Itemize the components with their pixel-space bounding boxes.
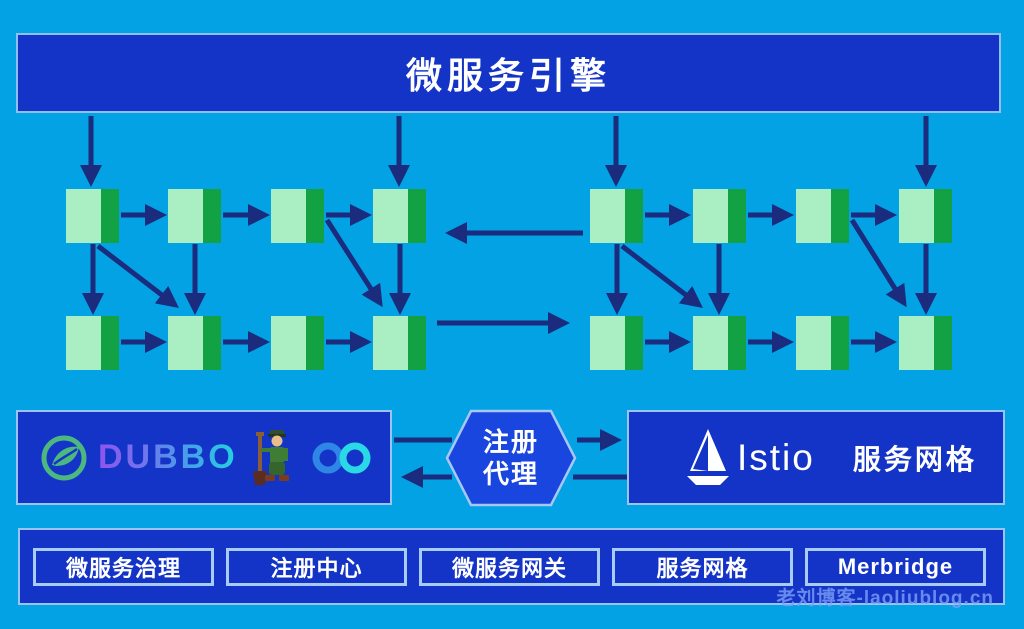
registry-proxy-line2: 代理 — [482, 459, 539, 489]
capability-registry: 注册中心 — [226, 547, 407, 586]
istio-service-mesh-box: Istio 服务网格 — [627, 410, 1005, 505]
hexagon-shape — [445, 409, 577, 507]
service-node — [796, 189, 849, 243]
service-node — [899, 316, 952, 370]
microservice-frameworks-box: DUBBO — [16, 410, 392, 505]
istio-sailboat-icon — [687, 428, 729, 485]
service-node — [899, 189, 952, 243]
arrow — [324, 218, 383, 308]
capability-merbridge: Merbridge — [805, 547, 986, 586]
spring-leaf-icon — [41, 435, 87, 480]
capability-governance-label: 微服务治理 — [65, 555, 181, 581]
service-mesh-label: 服务网格 — [852, 443, 977, 475]
service-node — [590, 189, 643, 243]
registry-proxy-hexagon: 注册 代理 — [445, 406, 577, 510]
service-node — [271, 316, 324, 370]
capability-governance: 微服务治理 — [33, 547, 214, 586]
arrow — [620, 244, 703, 309]
capability-service-mesh: 服务网格 — [612, 547, 793, 586]
arrow-edges — [80, 116, 938, 489]
farmer-mascot-icon — [252, 429, 289, 485]
dubbo-wordmark: DUBBO — [98, 438, 238, 476]
arrow — [96, 244, 179, 309]
service-node — [168, 316, 221, 370]
service-node — [693, 316, 746, 370]
service-node — [590, 316, 643, 370]
service-node — [796, 316, 849, 370]
capability-service-mesh-label: 服务网格 — [656, 555, 749, 581]
engine-banner-title: 微服务引擎 — [405, 55, 611, 96]
service-node — [66, 189, 119, 243]
service-node — [271, 189, 324, 243]
engine-banner: 微服务引擎 — [16, 33, 1001, 113]
arrow — [849, 218, 907, 308]
service-node — [168, 189, 221, 243]
capability-registry-label: 注册中心 — [270, 555, 363, 581]
service-node — [373, 189, 426, 243]
service-nodes — [66, 189, 952, 370]
watermark: 老刘博客-laoliublog.cn — [776, 588, 994, 609]
capability-gateway: 微服务网关 — [419, 547, 600, 586]
registry-proxy-label: 注册 代理 — [445, 406, 577, 510]
service-node — [66, 316, 119, 370]
infinity-icon — [312, 442, 371, 473]
istio-wordmark: Istio — [737, 436, 815, 478]
capability-merbridge-label: Merbridge — [837, 553, 954, 579]
capabilities-bar: 微服务治理 注册中心 微服务网关 服务网格 Merbridge — [18, 528, 1005, 605]
service-node — [373, 316, 426, 370]
capability-gateway-label: 微服务网关 — [451, 555, 567, 581]
service-node — [693, 189, 746, 243]
registry-proxy-line1: 注册 — [482, 427, 539, 457]
